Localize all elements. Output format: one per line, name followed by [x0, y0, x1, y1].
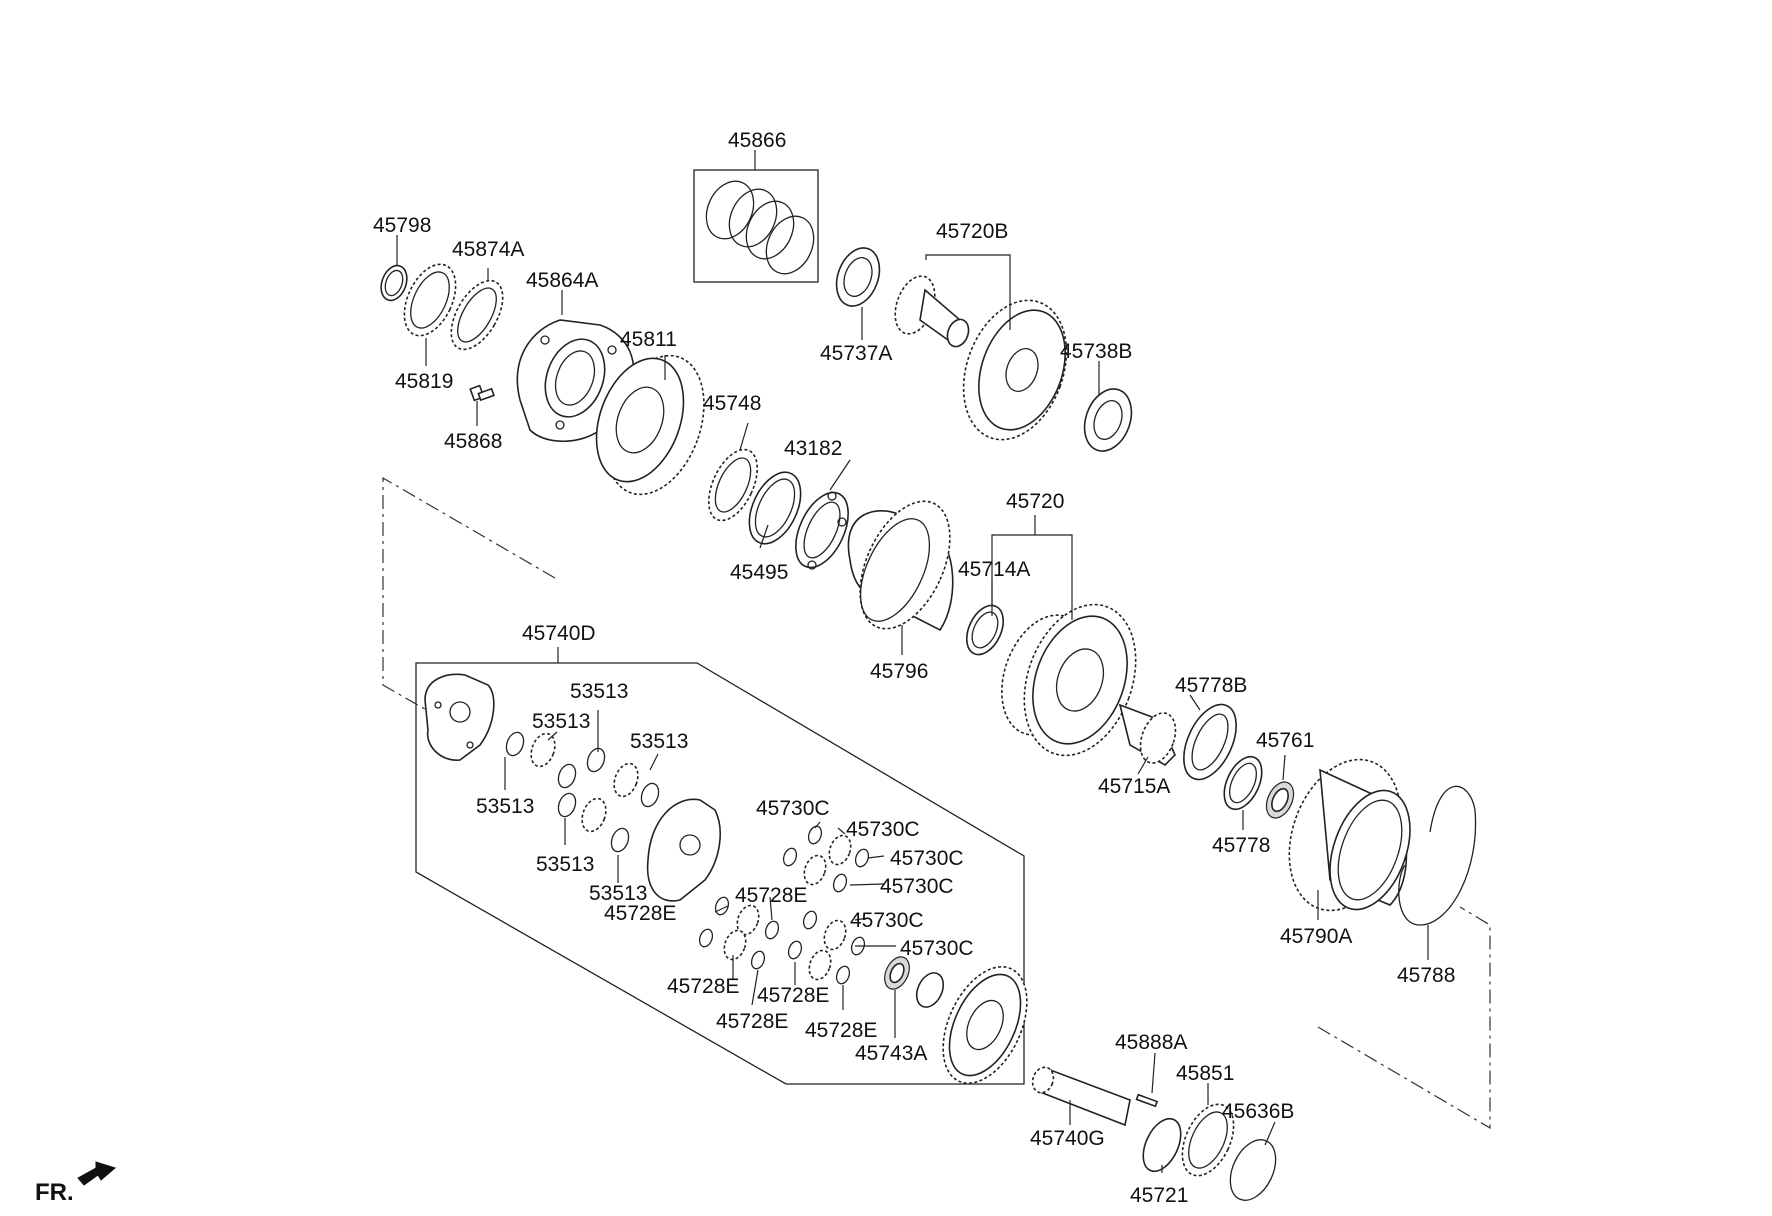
label-45728E-5: 45728E — [716, 1010, 788, 1033]
label-45738B: 45738B — [1060, 340, 1132, 363]
front-direction-indicator: FR. — [35, 1161, 117, 1206]
bearing-45737A — [835, 247, 881, 307]
label-53513e: 53513 — [536, 853, 594, 876]
label-53513d: 53513 — [476, 795, 534, 818]
drum-45790A — [1288, 758, 1411, 912]
ring-45495 — [748, 471, 802, 545]
label-45730C-6: 45730C — [900, 937, 974, 960]
shaft-45715A — [1118, 703, 1177, 766]
bearing-45738B — [1083, 388, 1133, 452]
phantom-line-right — [1317, 906, 1491, 1130]
label-45740D: 45740D — [522, 622, 596, 645]
bearing-45851 — [1181, 1103, 1235, 1177]
snap-ring-set — [705, 180, 815, 275]
label-53513b: 53513 — [532, 710, 590, 733]
label-45740G: 45740G — [1030, 1127, 1105, 1150]
part-number-labels: 45866 45798 45874A 45864A 45720B 45811 4… — [373, 129, 1455, 1207]
bearing-45819 — [403, 263, 457, 337]
front-direction-arrow-icon — [77, 1161, 117, 1186]
label-45796: 45796 — [870, 660, 928, 683]
label-45495: 45495 — [730, 561, 788, 584]
label-45811: 45811 — [620, 328, 677, 351]
label-45778: 45778 — [1212, 834, 1270, 857]
snap-ring-set-box — [693, 169, 819, 283]
drum-45796 — [847, 500, 954, 632]
label-45737A: 45737A — [820, 342, 892, 365]
label-45636B: 45636B — [1222, 1100, 1294, 1123]
label-45720: 45720 — [1006, 490, 1064, 513]
leader-lines — [396, 150, 1429, 1173]
label-45728E-1: 45728E — [735, 884, 807, 907]
label-45798: 45798 — [373, 214, 431, 237]
bushing — [915, 972, 945, 1008]
label-45714A: 45714A — [958, 558, 1030, 581]
carrier-plate-left — [424, 673, 495, 761]
label-45721: 45721 — [1130, 1184, 1188, 1207]
plate-43182 — [795, 491, 849, 570]
label-53513f: 53513 — [589, 882, 647, 905]
gear-45720B — [962, 299, 1068, 441]
label-45788: 45788 — [1397, 964, 1455, 987]
label-43182: 43182 — [784, 437, 842, 460]
label-45790A: 45790A — [1280, 925, 1352, 948]
thrust-bearing-45748 — [707, 448, 759, 522]
label-53513a: 53513 — [570, 680, 628, 703]
front-direction-text: FR. — [35, 1179, 74, 1206]
gear-45811 — [595, 354, 705, 496]
label-45851: 45851 — [1176, 1062, 1234, 1085]
ring-45874A — [450, 279, 504, 351]
label-45866: 45866 — [728, 129, 786, 152]
label-45761: 45761 — [1256, 729, 1314, 752]
sun-gear-plate — [942, 965, 1028, 1085]
bolt-45868 — [469, 384, 495, 402]
pinion-gears — [530, 732, 852, 981]
pin-45888A — [1135, 1093, 1159, 1108]
label-45730C-1: 45730C — [756, 797, 830, 820]
label-45748: 45748 — [703, 392, 761, 415]
label-45720B: 45720B — [936, 220, 1008, 243]
label-45715A: 45715A — [1098, 775, 1170, 798]
label-45743A: 45743A — [855, 1042, 927, 1065]
snap-ring-45798 — [380, 264, 408, 302]
carrier-plate-right — [646, 798, 721, 902]
label-45888A: 45888A — [1115, 1031, 1187, 1054]
label-45874A: 45874A — [452, 238, 524, 261]
ring-gear-45720 — [1001, 603, 1137, 757]
ring-45721 — [1142, 1117, 1182, 1173]
ring-45714A — [966, 604, 1004, 656]
phantom-line-left — [382, 476, 556, 713]
label-45730C-3: 45730C — [890, 847, 964, 870]
label-45730C-5: 45730C — [850, 909, 924, 932]
shaft-45720B — [894, 275, 970, 348]
label-45819: 45819 — [395, 370, 453, 393]
label-45864A: 45864A — [526, 269, 598, 292]
label-45730C-2: 45730C — [846, 818, 920, 841]
label-45728E-2: 45728E — [604, 902, 676, 925]
plate-45778B — [1183, 703, 1237, 781]
washer-45743A — [884, 956, 910, 990]
label-53513c: 53513 — [630, 730, 688, 753]
thrust-washers — [505, 731, 870, 985]
washer-45761 — [1265, 781, 1295, 819]
ring-45778 — [1223, 755, 1263, 811]
label-45728E-6: 45728E — [805, 1019, 877, 1042]
snap-ring-45788 — [1398, 785, 1477, 926]
label-45868: 45868 — [444, 430, 502, 453]
label-45730C-4: 45730C — [880, 875, 954, 898]
shaft-45740G — [1031, 1066, 1131, 1127]
label-45728E-3: 45728E — [667, 975, 739, 998]
label-45728E-4: 45728E — [757, 984, 829, 1007]
planetary-carrier-assembly-box — [415, 662, 1025, 1085]
label-45778B: 45778B — [1175, 674, 1247, 697]
